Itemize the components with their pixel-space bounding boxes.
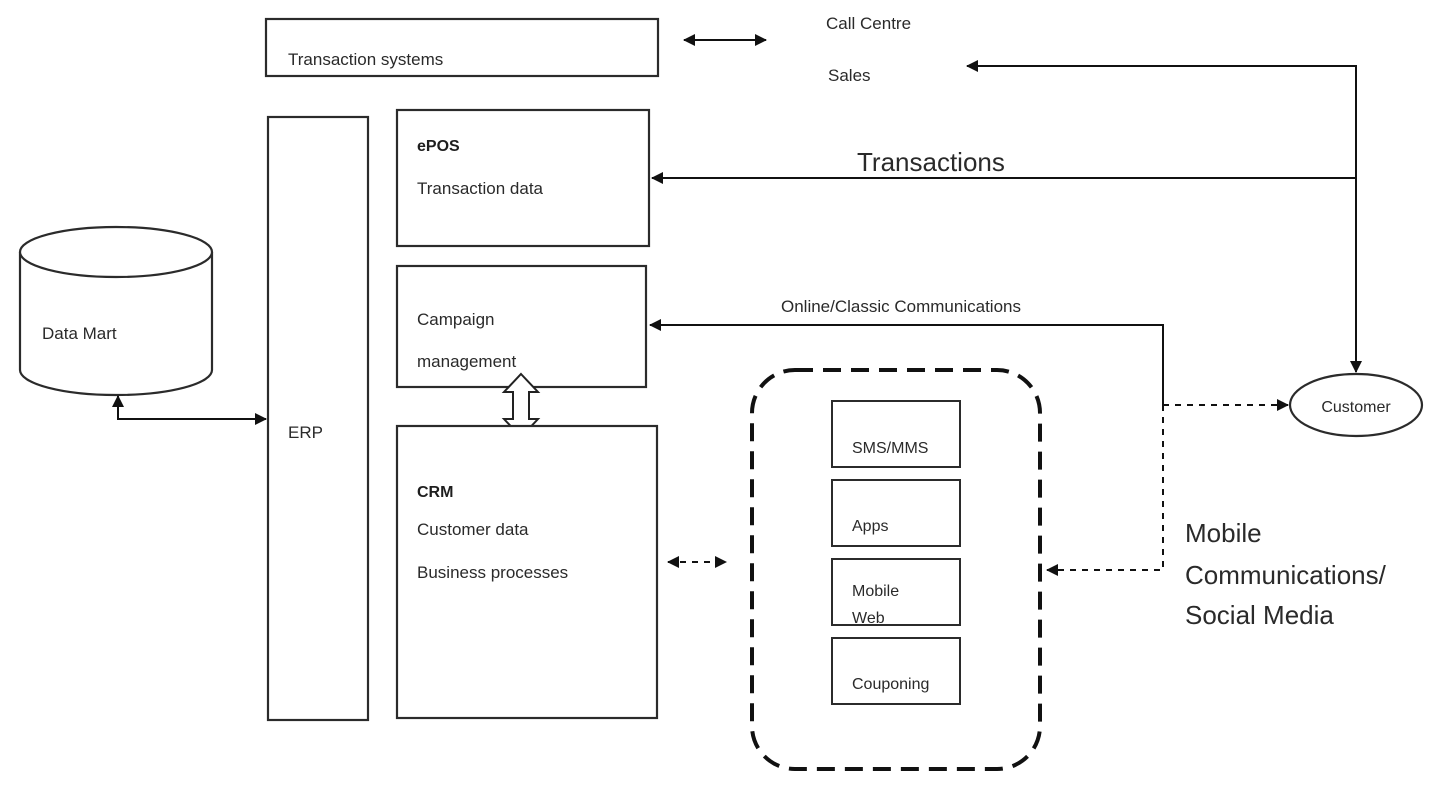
crm-node: CRM Customer data Business processes bbox=[395, 424, 659, 720]
crm-box bbox=[395, 424, 659, 720]
campaign-line-1: Campaign bbox=[417, 310, 495, 329]
call-centre-label: Call Centre bbox=[826, 14, 911, 33]
campaign-management-node: Campaign management bbox=[395, 264, 648, 389]
crm-line-1: Customer data bbox=[417, 520, 529, 539]
campaign-management-box bbox=[395, 264, 648, 389]
epos-box bbox=[395, 108, 651, 248]
data-mart-cylinder-body bbox=[18, 252, 214, 397]
online-communications-label: Online/Classic Communications bbox=[781, 297, 1021, 316]
customer-node: Customer bbox=[1288, 372, 1424, 438]
data-mart-erp-connector bbox=[112, 395, 267, 425]
customer-ellipse bbox=[1288, 372, 1424, 438]
mobile-communications-line-2: Communications/ bbox=[1185, 560, 1387, 590]
sms-mms-box bbox=[831, 400, 961, 468]
mobile-dashed-arrow bbox=[1046, 405, 1164, 576]
mobile-channels-dashed-container bbox=[750, 368, 1042, 771]
erp-node: ERP bbox=[266, 115, 370, 722]
online-communications-arrow bbox=[649, 319, 1164, 405]
data-mart-label: Data Mart bbox=[42, 324, 117, 343]
transaction-systems-box bbox=[264, 17, 660, 78]
transaction-systems-label: Transaction systems bbox=[288, 50, 443, 69]
campaign-line-2: management bbox=[417, 352, 517, 371]
data-mart-node: Data Mart bbox=[18, 225, 214, 397]
epos-node: ePOS Transaction data bbox=[395, 108, 651, 248]
data-mart-cylinder-top bbox=[18, 225, 214, 279]
sales-customer-connector bbox=[966, 60, 1362, 373]
mobile-web-label-line-1: Mobile bbox=[852, 583, 899, 600]
mobile-web-label-line-2: Web bbox=[852, 610, 885, 627]
couponing-box bbox=[831, 637, 961, 705]
crm-title: CRM bbox=[417, 484, 453, 501]
erp-label: ERP bbox=[288, 423, 323, 442]
customer-label: Customer bbox=[1321, 399, 1391, 416]
epos-title: ePOS bbox=[417, 138, 460, 155]
transaction-systems-node: Transaction systems bbox=[264, 17, 660, 78]
sms-mms-label: SMS/MMS bbox=[852, 440, 928, 457]
couponing-label: Couponing bbox=[852, 676, 929, 693]
mobile-web-box bbox=[831, 558, 961, 626]
sales-label: Sales bbox=[828, 66, 871, 85]
transactions-label: Transactions bbox=[857, 147, 1005, 177]
erp-box bbox=[266, 115, 370, 722]
apps-box bbox=[831, 479, 961, 547]
mobile-communications-line-3: Social Media bbox=[1185, 600, 1334, 630]
crm-line-2: Business processes bbox=[417, 563, 568, 582]
mobile-channels-group: SMS/MMS Apps Mobile Web Couponing bbox=[750, 368, 1042, 771]
epos-description: Transaction data bbox=[417, 179, 544, 198]
apps-label: Apps bbox=[852, 518, 888, 535]
mobile-communications-line-1: Mobile bbox=[1185, 518, 1262, 548]
